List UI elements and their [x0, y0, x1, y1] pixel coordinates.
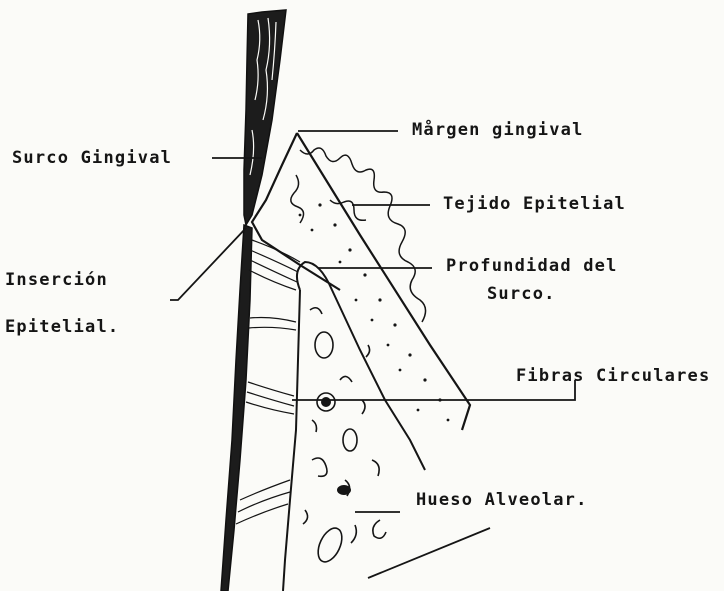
label-margen-gingival: Mårgen gingival	[412, 122, 584, 139]
label-profundidad-line1: Profundidad del	[446, 258, 618, 275]
leader-hueso-line2	[368, 528, 490, 578]
tooth-surface	[221, 10, 286, 591]
label-insercion-line1: Inserción	[5, 272, 108, 289]
label-insercion-line2: Epitelial.	[5, 319, 119, 336]
leader-insercion	[170, 228, 246, 300]
label-surco-gingival: Surco Gingival	[12, 150, 172, 167]
label-hueso-alveolar: Hueso Alveolar.	[416, 492, 588, 509]
label-profundidad-line2: Surco.	[487, 286, 556, 303]
bone-trabeculae	[303, 308, 386, 566]
alveolar-bone	[283, 262, 425, 591]
label-fibras-circulares: Fibras Circulares	[516, 368, 710, 385]
epithelial-layer	[291, 148, 426, 322]
gingiva-outline	[252, 133, 470, 430]
label-tejido-epitelial: Tejido Epitelial	[443, 196, 626, 213]
